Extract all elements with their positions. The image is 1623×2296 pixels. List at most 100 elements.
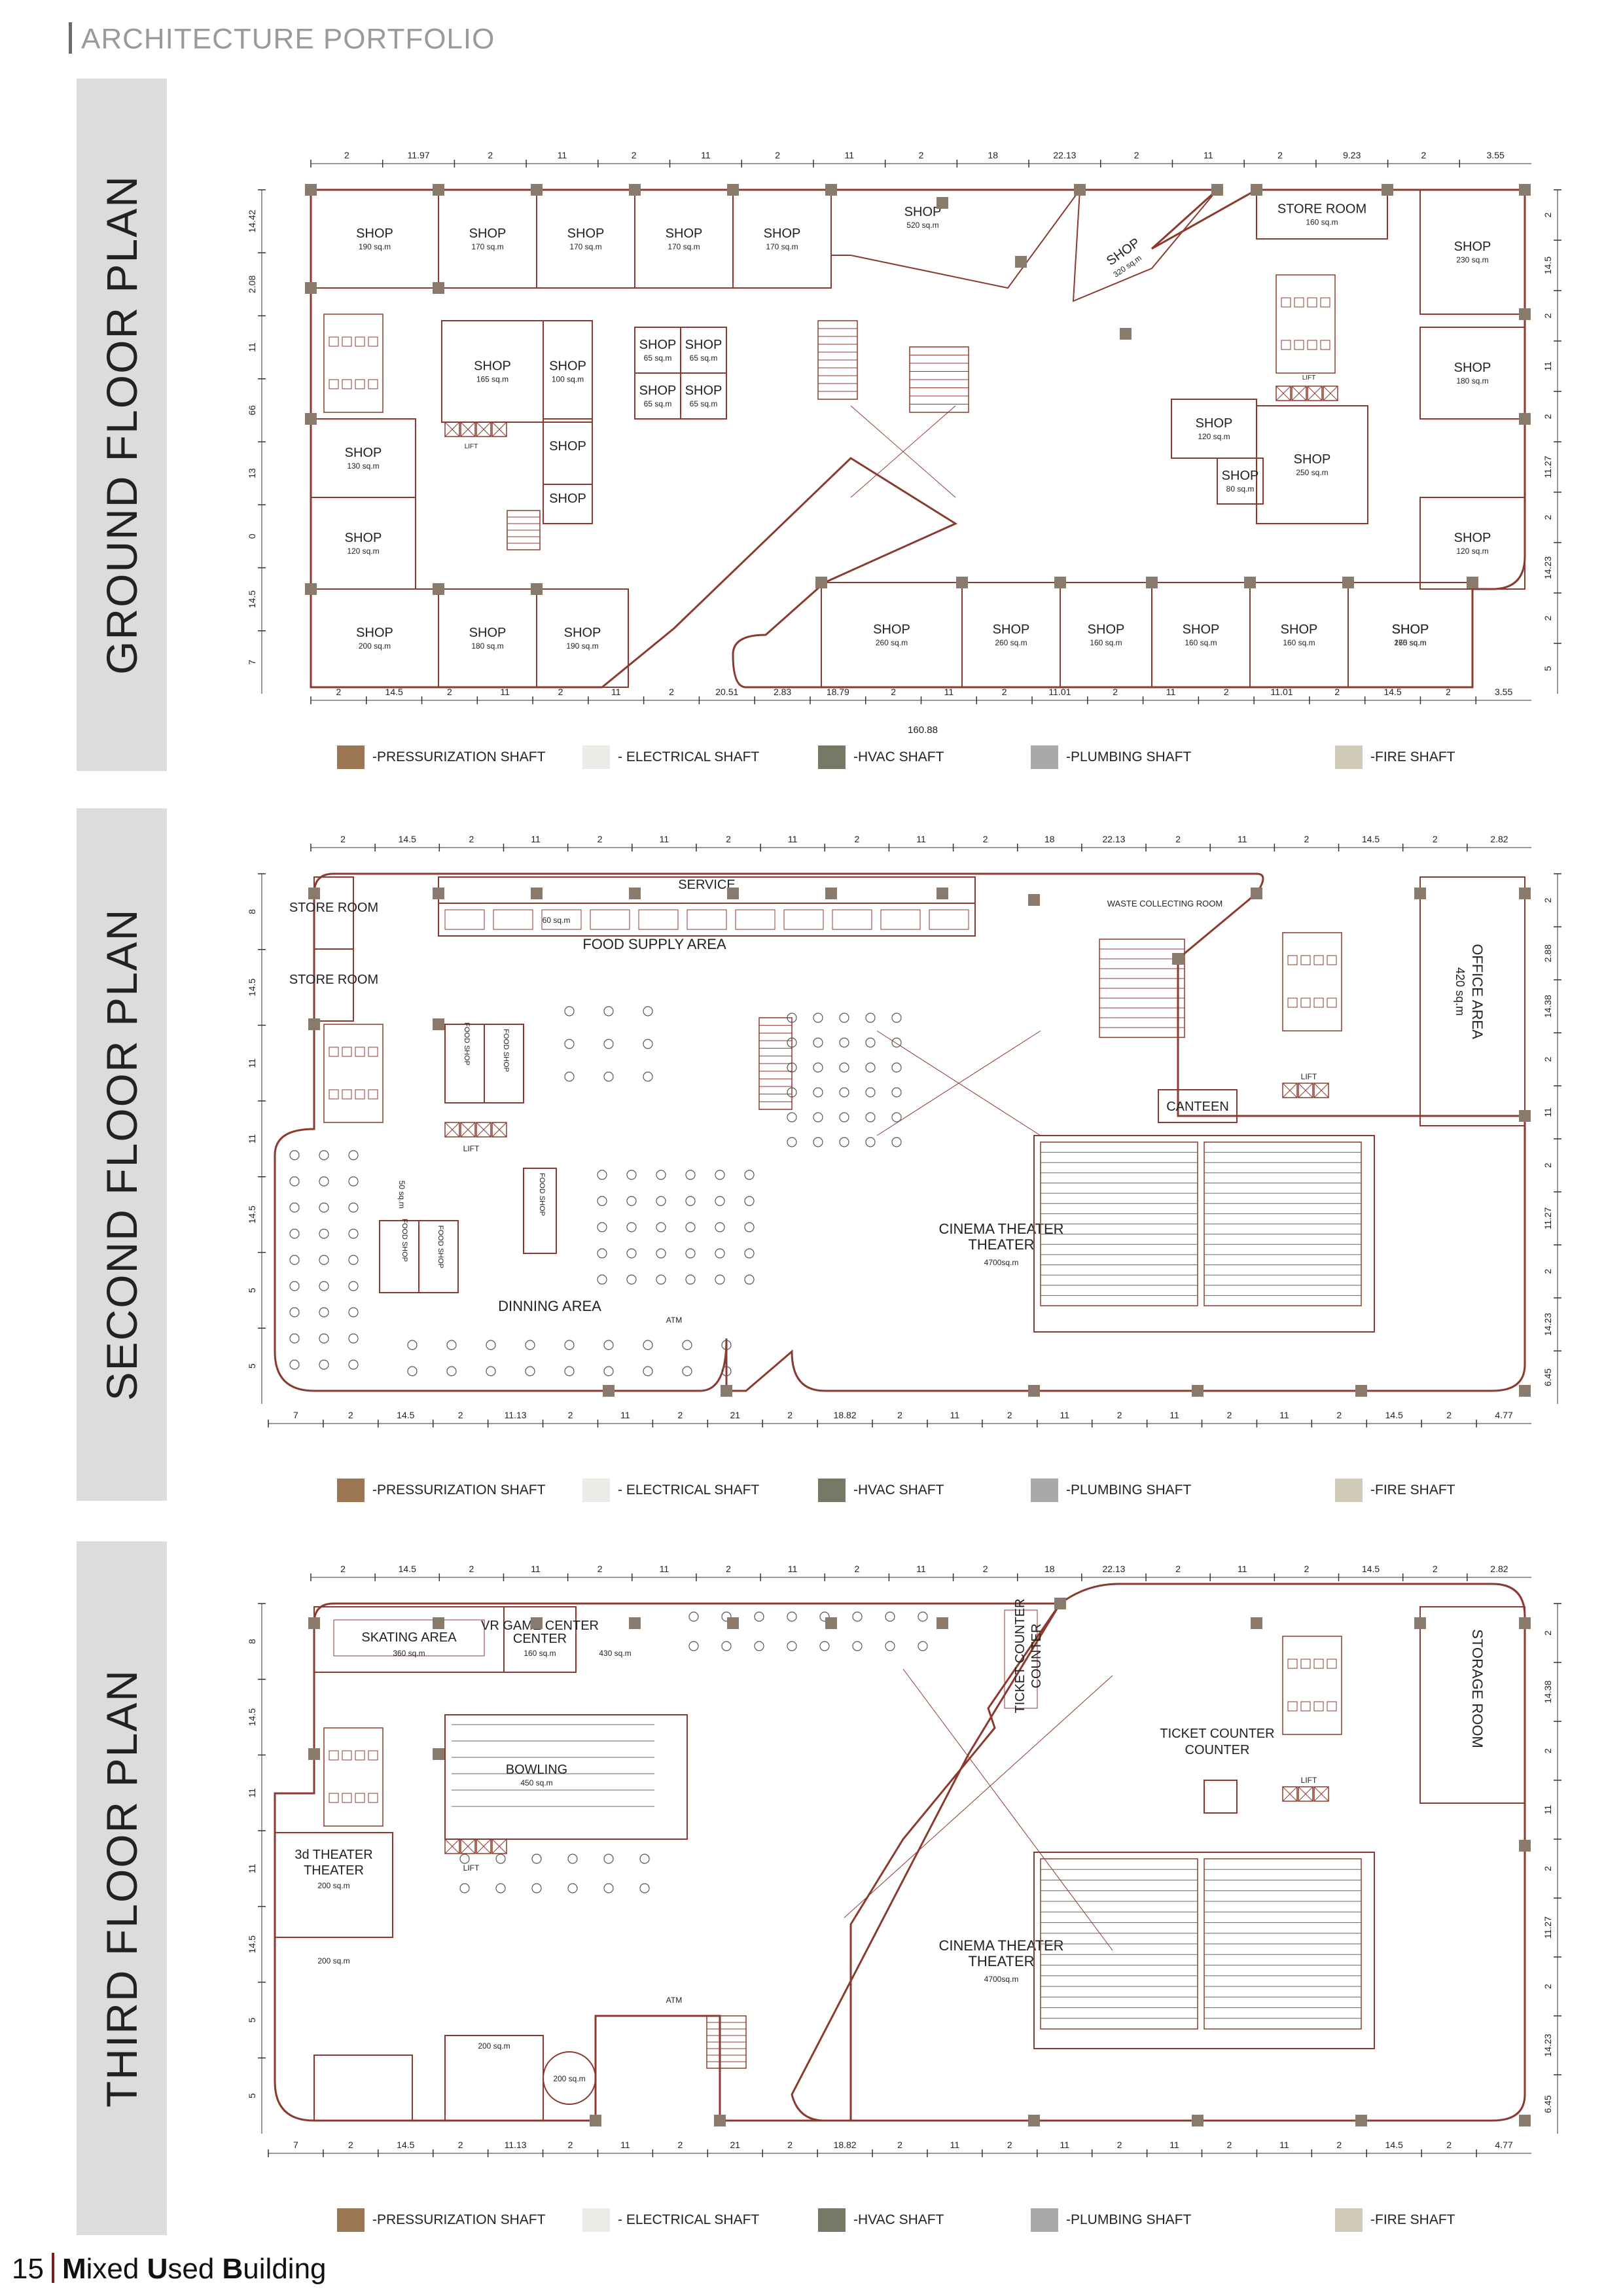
table bbox=[819, 1641, 830, 1651]
table bbox=[754, 1611, 764, 1622]
dimension-label: 2 bbox=[1543, 897, 1553, 903]
column bbox=[1519, 1110, 1531, 1122]
dimension-label: 2 bbox=[1543, 1630, 1553, 1636]
table bbox=[446, 1366, 457, 1376]
table bbox=[813, 1087, 823, 1098]
room-name: STORE ROOM bbox=[289, 973, 378, 987]
dimension-label: 2 bbox=[1227, 1410, 1232, 1420]
room-name: SHOP bbox=[639, 338, 677, 352]
room-name: SHOP bbox=[873, 622, 910, 637]
column bbox=[936, 888, 948, 899]
room-name: 200 sq.m bbox=[317, 1956, 349, 1965]
dimension-label: 2 bbox=[677, 1410, 683, 1420]
dimension-label: 11 bbox=[620, 2140, 630, 2150]
table bbox=[721, 1340, 732, 1350]
dimension-label: 4.77 bbox=[1495, 1410, 1512, 1420]
column bbox=[1054, 1598, 1066, 1609]
wc-fixture bbox=[342, 1089, 352, 1100]
room-name: FOOD SHOP bbox=[463, 1022, 471, 1066]
dimension-label: 2 bbox=[1543, 514, 1553, 520]
wc-fixture bbox=[355, 336, 365, 347]
room-area: 65 sq.m bbox=[644, 353, 672, 363]
dimension-label: 11 bbox=[950, 1410, 960, 1420]
dimension-label: 2 bbox=[340, 834, 346, 844]
dimension-label: 3.55 bbox=[1487, 150, 1505, 160]
dimension-label: 2 bbox=[1446, 1410, 1452, 1420]
dimension-label: 14.23 bbox=[1543, 556, 1553, 579]
table bbox=[319, 1359, 329, 1370]
building-outline bbox=[274, 872, 1526, 1392]
wc-fixture bbox=[1307, 340, 1317, 350]
footer-initial-m: M bbox=[62, 2253, 86, 2285]
table bbox=[567, 1854, 578, 1864]
food-shop bbox=[379, 1220, 419, 1293]
dimension-label: 2 bbox=[458, 1410, 463, 1420]
dimension-label: 2 bbox=[1007, 1410, 1012, 1420]
table bbox=[348, 1229, 359, 1239]
dimension-label: 11 bbox=[788, 1564, 798, 1574]
room-area: 60 sq.m bbox=[543, 916, 571, 925]
dimension-label: 2 bbox=[854, 834, 859, 844]
column bbox=[1211, 184, 1223, 196]
lift-car bbox=[460, 422, 476, 437]
table bbox=[891, 1112, 902, 1122]
lift-car bbox=[1298, 1083, 1313, 1098]
dimension-label: 2 bbox=[447, 687, 452, 697]
dimension-label: 11 bbox=[531, 1564, 541, 1574]
room-name: SHOP bbox=[639, 384, 677, 398]
dimension-label: 2 bbox=[558, 687, 563, 697]
room-name: 3d THEATER bbox=[294, 1848, 372, 1862]
column bbox=[1519, 308, 1531, 320]
table bbox=[603, 1006, 614, 1016]
dimension-label: 11 bbox=[660, 1564, 669, 1574]
food-shop bbox=[523, 1168, 557, 1254]
table bbox=[891, 1013, 902, 1023]
column bbox=[531, 583, 543, 595]
table bbox=[603, 1854, 614, 1864]
dimension-label: 11.13 bbox=[505, 1410, 527, 1420]
legend-item: -HVAC SHAFT bbox=[818, 1476, 944, 1505]
counter-bay bbox=[590, 909, 630, 930]
wc-fixture bbox=[368, 379, 378, 389]
dimension-label: 6.45 bbox=[1543, 2095, 1553, 2113]
header-divider bbox=[69, 22, 72, 54]
table bbox=[839, 1037, 849, 1048]
table bbox=[597, 1170, 607, 1180]
counter-bay bbox=[880, 909, 921, 930]
dimension-label: 2 bbox=[787, 1410, 793, 1420]
dimension-label: 2 bbox=[983, 834, 988, 844]
column bbox=[1244, 577, 1256, 588]
toilet-outline bbox=[323, 314, 383, 413]
wc-fixture bbox=[329, 379, 339, 389]
shop-room bbox=[830, 189, 1081, 289]
lift-cross bbox=[476, 422, 491, 437]
legend-item: -FIRE SHAFT bbox=[1335, 1476, 1455, 1505]
shop-room bbox=[1072, 189, 1219, 302]
wc-fixture bbox=[355, 379, 365, 389]
dimension-label: 7 bbox=[247, 660, 257, 665]
dimension-label: 2 bbox=[344, 150, 349, 160]
storage-room bbox=[1419, 1606, 1525, 1804]
table bbox=[839, 1112, 849, 1122]
legend-swatch bbox=[1031, 2208, 1058, 2232]
room-name: DINNING AREA bbox=[498, 1298, 601, 1314]
game-machines bbox=[459, 1854, 650, 1893]
table bbox=[682, 1340, 692, 1350]
cinema-seating bbox=[1040, 1141, 1198, 1306]
room-area: 180 sq.m bbox=[1456, 376, 1488, 386]
room-name: SHOP bbox=[469, 626, 507, 640]
table bbox=[852, 1611, 863, 1622]
toilet-block bbox=[1282, 932, 1342, 1031]
plan-title-band-ground: GROUND FLOOR PLAN bbox=[77, 79, 167, 771]
toilet-block bbox=[1282, 1636, 1342, 1735]
wc-fixture bbox=[329, 1750, 339, 1761]
dimension-label: 2 bbox=[1446, 2140, 1452, 2150]
room-area: 160 sq.m bbox=[524, 1649, 556, 1658]
dimension-label: 14.5 bbox=[247, 978, 257, 996]
room-name: THEATER bbox=[968, 1236, 1034, 1253]
legend-item: - ELECTRICAL SHAFT bbox=[582, 1476, 759, 1505]
